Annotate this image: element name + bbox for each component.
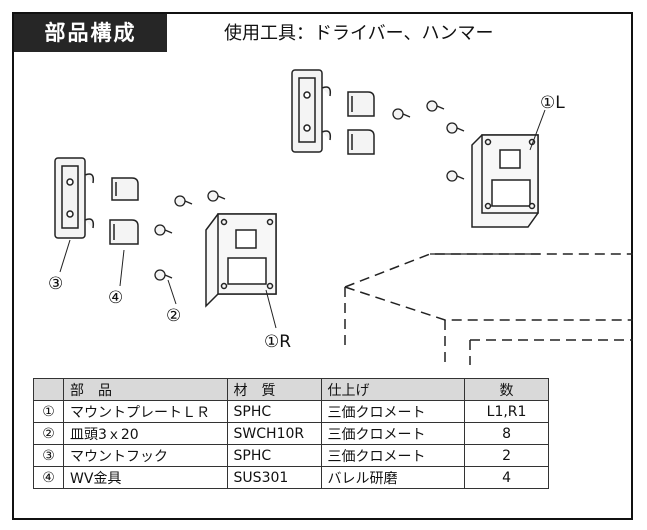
cell-no: ① xyxy=(33,400,64,423)
cell-part: マウントプレートＬＲ xyxy=(62,400,228,423)
cell-finish: 三価クロメート xyxy=(320,400,466,423)
tools-required: 使用工具：ドライバー、ハンマー xyxy=(224,23,494,44)
mount-plate-right xyxy=(205,213,277,308)
cell-qty: 8 xyxy=(464,422,549,445)
cell-finish: バレル研磨 xyxy=(320,466,466,489)
cell-material: SPHC xyxy=(226,400,322,423)
label-plate-left: ①L xyxy=(540,93,565,113)
cell-no: ④ xyxy=(33,466,64,489)
header-qty: 数 xyxy=(464,378,549,401)
table-row: ④ WV金具 SUS301 バレル研磨 4 xyxy=(33,466,549,489)
header-material: 材 質 xyxy=(226,378,322,401)
label-plate-right: ①R xyxy=(264,332,292,352)
cell-material: SWCH10R xyxy=(226,422,322,445)
leader-lines xyxy=(59,109,546,329)
cell-no: ② xyxy=(33,422,64,445)
cell-no: ③ xyxy=(33,444,64,467)
cell-finish: 三価クロメート xyxy=(320,422,466,445)
mount-plate-left xyxy=(471,134,539,228)
cell-qty: 4 xyxy=(464,466,549,489)
cell-part: WV金具 xyxy=(62,466,228,489)
cell-finish: 三価クロメート xyxy=(320,444,466,467)
table-row: ① マウントプレートＬＲ SPHC 三価クロメート L1,R1 xyxy=(33,400,549,423)
table-row: ② 皿頭3ｘ20 SWCH10R 三価クロメート 8 xyxy=(33,422,549,445)
cell-part: マウントフック xyxy=(62,444,228,467)
header-finish: 仕上げ xyxy=(320,378,466,401)
screws xyxy=(154,100,465,281)
cell-material: SUS301 xyxy=(226,466,322,489)
cell-qty: L1,R1 xyxy=(464,400,549,423)
cell-part: 皿頭3ｘ20 xyxy=(62,422,228,445)
parts-table: 部 品 材 質 仕上げ 数 ① マウントプレートＬＲ SPHC 三価クロメート … xyxy=(33,378,549,489)
table-header-row: 部 品 材 質 仕上げ 数 xyxy=(33,378,549,401)
mount-hook-upper xyxy=(291,69,332,153)
header-no xyxy=(33,378,64,401)
cell-material: SPHC xyxy=(226,444,322,467)
section-title: 部品構成 xyxy=(14,14,167,52)
label-bracket: ④ xyxy=(108,288,124,308)
mount-hook-left xyxy=(54,157,95,239)
table-row: ③ マウントフック SPHC 三価クロメート 2 xyxy=(33,444,549,467)
table-outline xyxy=(344,253,633,365)
label-screw: ② xyxy=(166,306,182,326)
label-hook: ③ xyxy=(48,274,64,294)
cell-qty: 2 xyxy=(464,444,549,467)
wv-brackets xyxy=(109,91,375,245)
header-part: 部 品 xyxy=(62,378,228,401)
